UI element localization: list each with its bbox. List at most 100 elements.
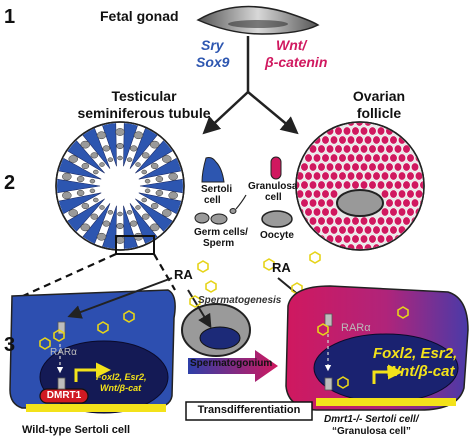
- granulosa-cell: [351, 126, 360, 136]
- granulosa-cell: [389, 171, 398, 181]
- testis-label-line1: Testicular: [111, 88, 177, 104]
- germ-cell: [81, 162, 90, 170]
- sertoli-wedge: [101, 205, 117, 249]
- sertoli-wedge: [123, 123, 139, 167]
- wildtype-caption: Wild-type Sertoli cell: [22, 424, 131, 436]
- granulosa-cell: [380, 135, 390, 145]
- germ-cell: [126, 210, 133, 215]
- granulosa-cell: [346, 225, 356, 235]
- germ-cell: [102, 145, 111, 152]
- granulosa-cell: [385, 180, 394, 190]
- fetal-gonad-label: Fetal gonad: [100, 8, 179, 24]
- granulosa-cell: [300, 180, 309, 190]
- granulosa-cell: [389, 225, 398, 235]
- granulosa-cell: [402, 162, 411, 172]
- step-number-1: 1: [4, 6, 16, 28]
- granulosa-cell: [346, 153, 356, 163]
- germ-cell: [96, 232, 107, 241]
- granulosa-cell: [363, 171, 373, 181]
- granulosa-cell: [410, 162, 420, 172]
- germ-cell: [141, 197, 147, 203]
- granulosa-cell: [359, 180, 369, 190]
- granulosa-cell: [346, 123, 356, 127]
- granulosa-cell: [372, 135, 381, 145]
- dmrt1-knockout-cell: [285, 285, 469, 411]
- female-gene-1: Wnt/: [276, 37, 307, 53]
- germ-cell: [99, 162, 105, 167]
- granulosa-cell: [351, 144, 360, 154]
- granulosa-cell: [363, 225, 373, 235]
- germ-cell: [141, 152, 150, 159]
- granulosa-cell: [393, 162, 403, 172]
- germ-cell: [93, 169, 99, 175]
- granulosa-cell: [338, 153, 347, 163]
- germ-cell: [149, 140, 160, 149]
- granulosa-cell: [317, 216, 326, 226]
- granulosa-cell: [308, 180, 318, 190]
- granulosa-cell: [385, 216, 394, 226]
- granulosa-cell: [325, 180, 335, 190]
- ovarian-follicle: [295, 121, 425, 251]
- granulosa-cell: [380, 207, 390, 217]
- germ-cell: [168, 191, 178, 200]
- germ-cell: [149, 223, 160, 232]
- granulosa-cell: [351, 180, 360, 190]
- granulosa-cell: [297, 180, 301, 190]
- germ-cell: [150, 202, 159, 210]
- granulosa-cell: [355, 225, 364, 235]
- granulosa-cell: [342, 180, 352, 190]
- granulosa-cell: [304, 207, 313, 217]
- granulosa-cell: [329, 153, 339, 163]
- granulosa-cell: [338, 225, 347, 235]
- granulosa-cell: [338, 171, 347, 181]
- germ-cell: [116, 222, 124, 230]
- granulosa-cell: [389, 153, 398, 163]
- germ-cell: [144, 188, 151, 194]
- granulosa-cell: [351, 234, 360, 244]
- germ-cell: [117, 211, 123, 217]
- granulosa-cell: [317, 198, 326, 208]
- granulosa-cell: [368, 144, 377, 154]
- granulosa-cell: [376, 234, 386, 244]
- granulosa-cell: [321, 171, 330, 181]
- germ-cell: [144, 178, 151, 184]
- male-gene-2: Sox9: [196, 54, 230, 70]
- male-gene-1: Sry: [201, 37, 224, 53]
- granulosa-cell: [334, 126, 343, 136]
- rar-label-knockout: RARα: [341, 322, 371, 334]
- legend-granulosa-line1: Granulosa: [248, 181, 298, 192]
- granulosa-cell: [380, 171, 390, 181]
- germ-cell: [89, 178, 96, 184]
- granulosa-cell: [342, 216, 352, 226]
- germ-cell: [76, 176, 85, 183]
- germ-cell: [102, 220, 111, 227]
- granulosa-cell: [397, 153, 407, 163]
- granulosa-cell: [359, 144, 369, 154]
- germ-cell: [90, 152, 99, 159]
- germ-cell: [68, 209, 78, 217]
- transdifferentiation-label: Transdifferentiation: [197, 404, 301, 416]
- spermatogonium-label: Spermatogonium: [190, 358, 273, 369]
- germ-cell: [141, 213, 150, 220]
- granulosa-cell: [329, 189, 339, 199]
- wild-type-sertoli-cell: [9, 289, 176, 414]
- germ-cell: [162, 155, 172, 163]
- germ-cell: [129, 220, 138, 227]
- germ-cell: [89, 188, 96, 194]
- granulosa-cell: [376, 126, 386, 136]
- germ-cell: [135, 162, 141, 167]
- granulosa-cell: [376, 144, 386, 154]
- germ-cell: [68, 155, 78, 163]
- wt-genes-line1: Foxl2, Esr2,: [96, 372, 147, 382]
- granulosa-cell: [363, 243, 373, 249]
- germ-cell: [62, 172, 72, 181]
- spermatogenesis-label: Spermatogenesis: [198, 295, 282, 306]
- granulosa-cell: [355, 153, 364, 163]
- granulosa-cell: [402, 144, 411, 154]
- granulosa-cell: [351, 216, 360, 226]
- granulosa-cell: [393, 180, 403, 190]
- granulosa-cell: [368, 216, 377, 226]
- granulosa-cell: [397, 189, 407, 199]
- germ-cell: [126, 157, 133, 162]
